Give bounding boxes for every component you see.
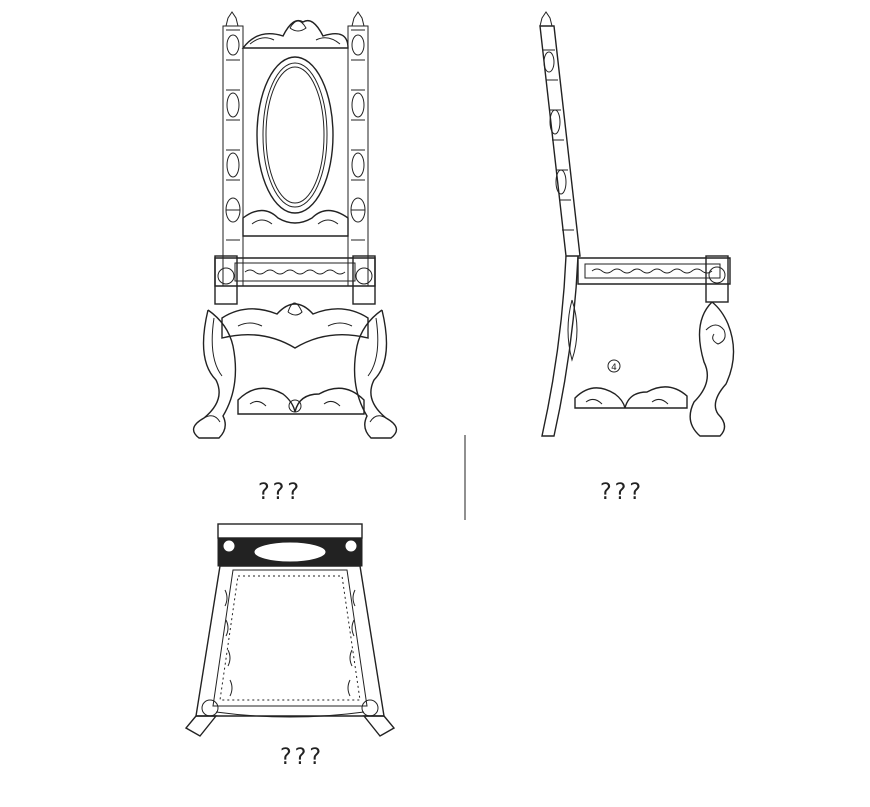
view-marker: 4 bbox=[611, 363, 617, 373]
side-view-label: ??? bbox=[600, 480, 645, 505]
top-view-chair bbox=[184, 523, 396, 737]
top-view-label: ??? bbox=[280, 745, 325, 770]
front-view-label: ??? bbox=[258, 480, 303, 505]
front-view-chair bbox=[192, 11, 398, 439]
side-view-chair: 4 bbox=[539, 11, 735, 437]
